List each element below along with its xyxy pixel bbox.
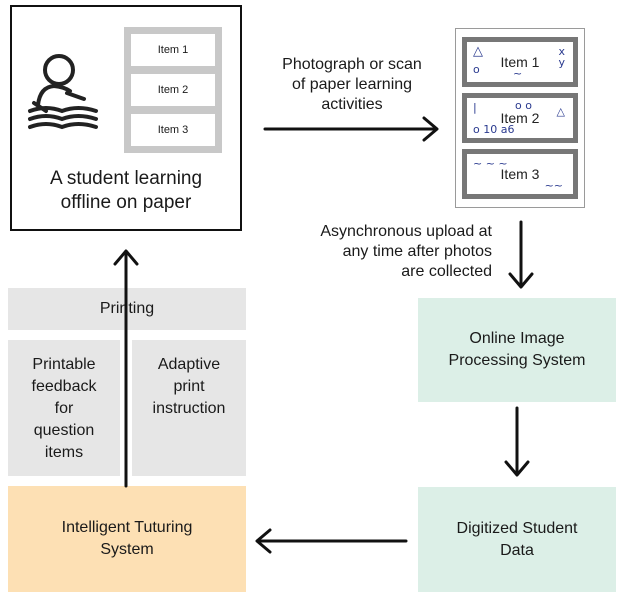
photo-item-2: Item 2 | o o △ o 10 a6 [462, 93, 578, 143]
numbers-doodle: o 10 a6 [473, 123, 515, 136]
adaptive-print-box: Adaptive print instruction [132, 340, 246, 476]
photo-item-1-label: Item 1 [500, 54, 540, 70]
paper-item-3: Item 3 [131, 114, 215, 146]
triangle-doodle: △ [473, 44, 483, 59]
wave-doodle-2: ~ ~ ~ [473, 157, 508, 170]
paper-item-1: Item 1 [131, 34, 215, 66]
student-caption: A student learning offline on paper [49, 168, 203, 213]
arrow-to-digitized-data [504, 406, 530, 477]
circle-doodle: o [473, 63, 480, 76]
arrow-to-student [113, 249, 139, 488]
printable-feedback-box: Printable feedback for question items [8, 340, 120, 476]
wave-doodle-3: ~~ [544, 179, 563, 192]
wave-doodle: ~ [513, 67, 523, 80]
digitized-student-data-box: Digitized Student Data [418, 487, 616, 592]
online-image-processing-box: Online Image Processing System [418, 298, 616, 402]
upload-label: Asynchronous upload at any time after ph… [320, 223, 492, 280]
arrow-to-processing [508, 220, 534, 289]
intelligent-tutoring-system-box: Intelligent Tuturing System [8, 486, 246, 592]
paper-items-sheet: Item 1 Item 2 Item 3 [124, 27, 222, 153]
mark-doodle: | [473, 101, 477, 114]
photo-item-2-label: Item 2 [500, 110, 540, 126]
photo-item-3-label: Item 3 [500, 166, 540, 182]
student-reading-icon [28, 54, 98, 130]
arrow-to-its [255, 528, 408, 554]
student-learning-box: Item 1 Item 2 Item 3 A student learning … [10, 5, 242, 231]
paper-item-2: Item 2 [131, 74, 215, 106]
triangle-doodle-2: △ [556, 105, 565, 118]
photo-item-3: Item 3 ~ ~ ~ ~~ [462, 149, 578, 199]
photograph-label: Photograph or scan of paper learning act… [282, 56, 422, 113]
arrow-to-photo [263, 116, 439, 142]
circles-doodle: o o [515, 99, 532, 112]
